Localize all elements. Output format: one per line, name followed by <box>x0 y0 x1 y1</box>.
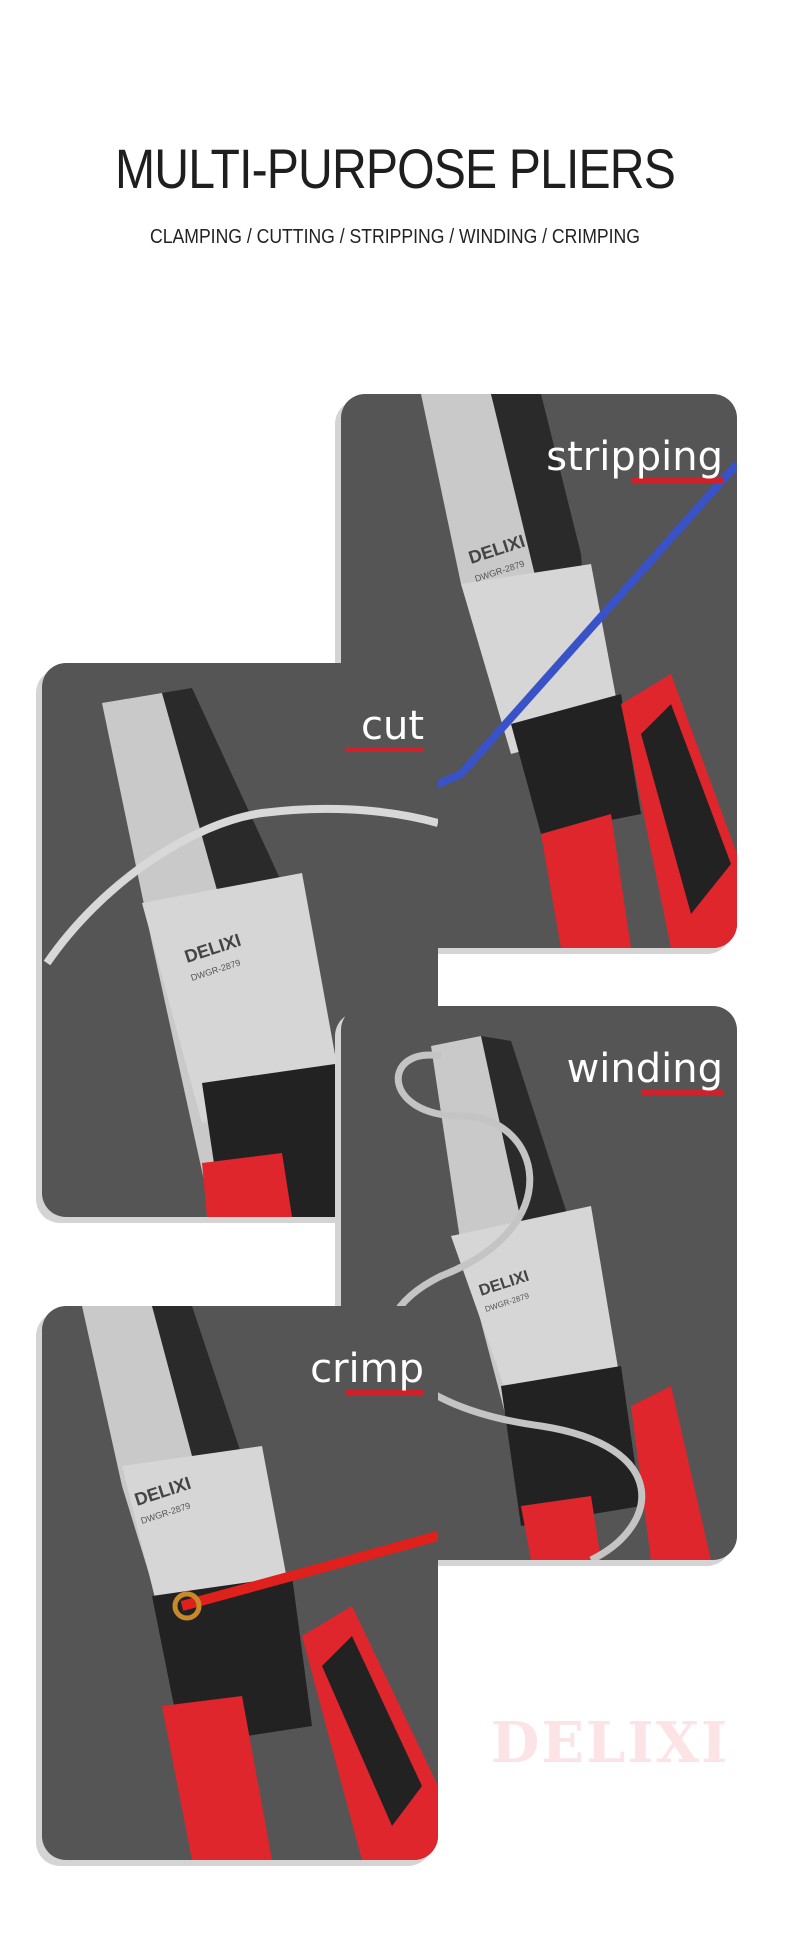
card-cut: DELIXI DWGR-2879 cut <box>42 663 438 1217</box>
terminal <box>172 1591 202 1621</box>
wire <box>180 1531 438 1611</box>
wire <box>43 804 438 966</box>
page-title: MULTI-PURPOSE PLIERS <box>115 137 676 200</box>
pliers-image: DELIXI DWGR-2879 <box>369 394 737 948</box>
brand-watermark: DELIXI <box>490 1710 730 1776</box>
card-label: stripping <box>546 434 723 483</box>
card-crimp: DELIXI DWGR-2879 crimp <box>42 1306 438 1860</box>
page-subtitle: CLAMPING / CUTTING / STRIPPING / WINDING… <box>150 226 640 248</box>
card-stripping: DELIXI DWGR-2879 stripping <box>341 394 737 948</box>
card-winding: DELIXI DWGR-2879 winding <box>341 1006 737 1560</box>
pliers-image: DELIXI DWGR-2879 <box>43 688 438 1217</box>
card-label: cut <box>346 703 424 752</box>
card-label: crimp <box>310 1346 424 1395</box>
pliers-image: DELIXI DWGR-2879 <box>82 1306 438 1860</box>
pliers-image: DELIXI DWGR-2879 <box>385 1036 711 1560</box>
card-label: winding <box>567 1046 723 1095</box>
wire <box>385 1051 646 1560</box>
